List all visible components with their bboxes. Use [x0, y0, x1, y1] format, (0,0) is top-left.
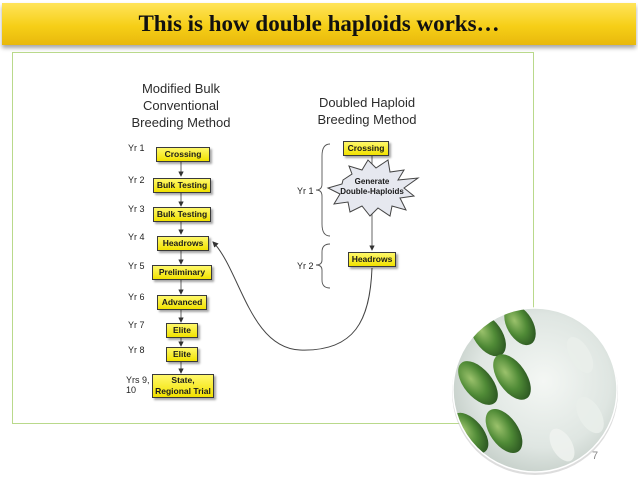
dh-step-crossing: Crossing: [343, 141, 389, 156]
step-bulk-testing-1: Bulk Testing: [153, 178, 211, 193]
dh-step-headrows: Headrows: [348, 252, 396, 267]
generate-dh-burst-shape: [326, 159, 420, 217]
year-label: Yr 3: [128, 204, 145, 214]
year-label: Yr 4: [128, 232, 145, 242]
anther-culture-photo: [452, 307, 618, 475]
dh-year-1-label: Yr 1: [297, 186, 314, 196]
right-column-heading: Doubled Haploid Breeding Method: [308, 94, 426, 128]
left-heading-line-2: Conventional: [143, 98, 219, 113]
burst-line-2: Double-Haploids: [340, 187, 404, 196]
headrows-shortcut-arrow: [212, 241, 373, 351]
year-label: Yr 8: [128, 345, 145, 355]
step-elite-2: Elite: [166, 347, 198, 362]
generate-dh-burst-label: Generate Double-Haploids: [340, 177, 404, 197]
page-number: 7: [592, 450, 599, 462]
year-label: Yr 6: [128, 292, 145, 302]
year-label: Yr 1: [128, 143, 145, 153]
right-heading-line-1: Doubled Haploid: [318, 95, 416, 110]
year-label: Yr 5: [128, 261, 145, 271]
step-bulk-testing-2: Bulk Testing: [153, 207, 211, 222]
right-heading-line-2: Breeding Method: [317, 112, 417, 127]
left-heading-line-1: Modified Bulk: [141, 81, 221, 96]
page-title: This is how double haploids works…: [138, 11, 500, 36]
step-elite-1: Elite: [166, 323, 198, 338]
step-crossing: Crossing: [156, 147, 210, 162]
step-preliminary: Preliminary: [152, 265, 212, 280]
title-bar: This is how double haploids works…: [2, 3, 636, 45]
dh-year-2-label: Yr 2: [297, 261, 314, 271]
step-state-regional-trial: State, Regional Trial: [152, 374, 214, 398]
step-advanced: Advanced: [157, 295, 207, 310]
left-heading-line-3: Breeding Method: [131, 115, 231, 130]
year-label: Yr 2: [128, 175, 145, 185]
year-label: Yrs 9, 10: [126, 375, 150, 395]
left-column-heading: Modified Bulk Conventional Breeding Meth…: [126, 80, 236, 131]
yr2-brace: [315, 243, 331, 289]
yr1-brace: [315, 143, 331, 237]
diagram-frame: [12, 52, 534, 424]
year-label: Yr 7: [128, 320, 145, 330]
step-headrows: Headrows: [157, 236, 209, 251]
burst-line-1: Generate: [354, 177, 390, 186]
